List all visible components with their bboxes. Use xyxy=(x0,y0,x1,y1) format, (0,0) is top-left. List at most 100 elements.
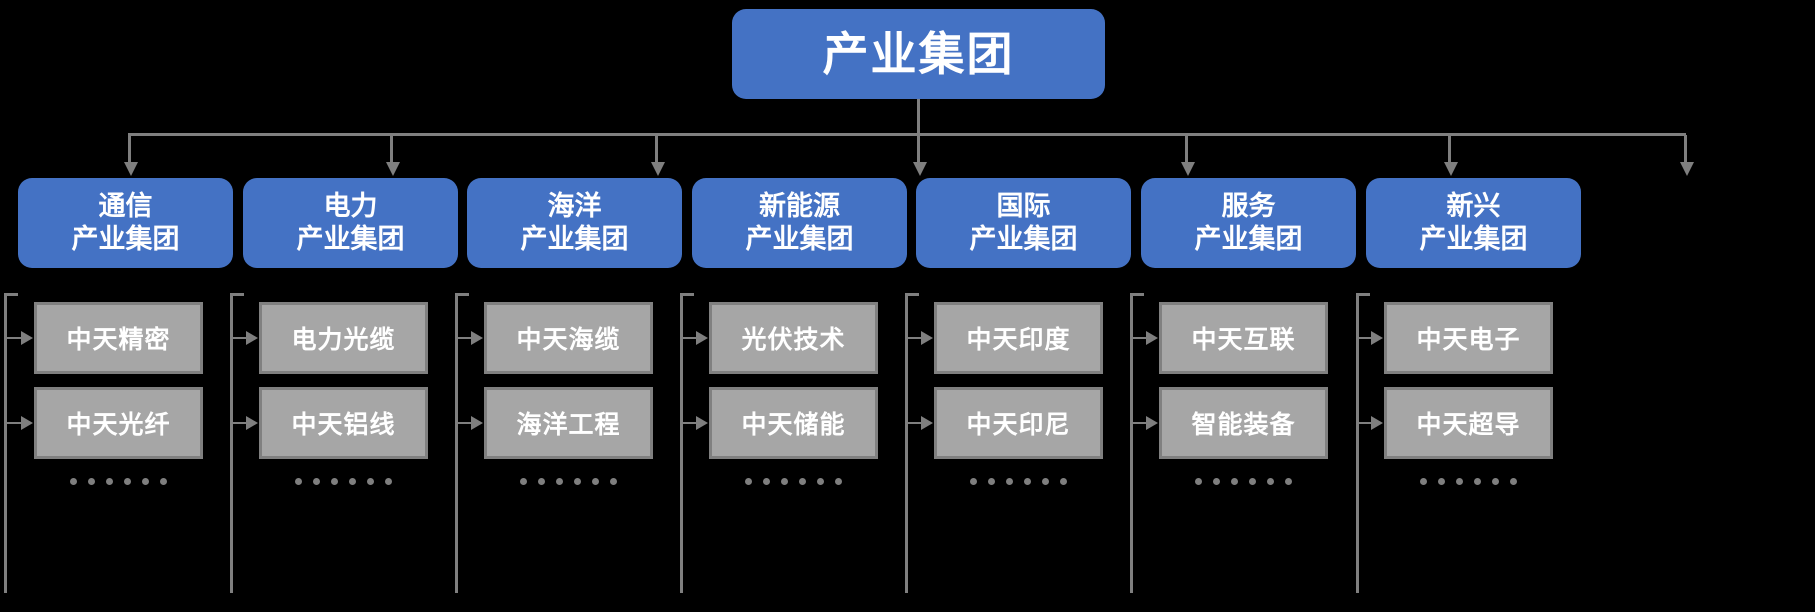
child-box-2-1[interactable]: 电力光缆 xyxy=(259,302,428,374)
ellipsis-dot xyxy=(1042,478,1049,485)
ellipsis-dot xyxy=(295,478,302,485)
group-box-1[interactable]: 通信产业集团 xyxy=(18,178,233,268)
column-trunk-4 xyxy=(680,293,683,593)
group-label-line2: 产业集团 xyxy=(71,224,180,254)
ellipsis-dot xyxy=(835,478,842,485)
child-box-2-2[interactable]: 中天铝线 xyxy=(259,387,428,459)
ellipsis-dot xyxy=(817,478,824,485)
ellipsis-dot xyxy=(160,478,167,485)
root-stem-connector xyxy=(917,99,920,135)
column-trunk-cap-1 xyxy=(4,293,18,296)
child-lead-line-4-2 xyxy=(683,422,697,424)
ellipsis-dot xyxy=(988,478,995,485)
child-arrow-1-1 xyxy=(21,331,33,345)
ellipsis-dot xyxy=(1420,478,1427,485)
bus-drop-line-1 xyxy=(128,135,131,168)
child-lead-line-2-1 xyxy=(233,337,247,339)
child-arrow-3-2 xyxy=(471,416,483,430)
child-box-6-2[interactable]: 智能装备 xyxy=(1159,387,1328,459)
group-box-6[interactable]: 服务产业集团 xyxy=(1141,178,1356,268)
child-arrow-7-1 xyxy=(1371,331,1383,345)
ellipsis-dot xyxy=(331,478,338,485)
child-arrow-2-1 xyxy=(246,331,258,345)
child-arrow-4-2 xyxy=(696,416,708,430)
column-trunk-cap-5 xyxy=(905,293,919,296)
child-lead-line-6-2 xyxy=(1133,422,1147,424)
group-label-line1: 海洋 xyxy=(547,191,602,222)
child-box-6-1[interactable]: 中天互联 xyxy=(1159,302,1328,374)
child-lead-line-5-1 xyxy=(908,337,922,339)
ellipsis-dot xyxy=(1213,478,1220,485)
child-arrow-3-1 xyxy=(471,331,483,345)
group-label-line1: 国际 xyxy=(996,191,1051,222)
column-trunk-cap-6 xyxy=(1130,293,1144,296)
child-lead-line-4-1 xyxy=(683,337,697,339)
child-box-5-1[interactable]: 中天印度 xyxy=(934,302,1103,374)
child-arrow-7-2 xyxy=(1371,416,1383,430)
ellipsis-dot xyxy=(1006,478,1013,485)
bus-drop-arrow-7 xyxy=(1680,162,1694,176)
child-lead-line-1-2 xyxy=(7,422,22,424)
bus-drop-arrow-1 xyxy=(124,162,138,176)
child-box-7-1[interactable]: 中天电子 xyxy=(1384,302,1553,374)
child-box-3-2[interactable]: 海洋工程 xyxy=(484,387,653,459)
column-trunk-2 xyxy=(230,293,233,593)
ellipsis-dot xyxy=(763,478,770,485)
child-box-3-1[interactable]: 中天海缆 xyxy=(484,302,653,374)
child-box-7-2[interactable]: 中天超导 xyxy=(1384,387,1553,459)
child-arrow-2-2 xyxy=(246,416,258,430)
ellipsis-dot xyxy=(520,478,527,485)
bus-drop-line-5 xyxy=(1185,135,1188,168)
ellipsis-dot xyxy=(1492,478,1499,485)
ellipsis-dots-1 xyxy=(70,478,167,485)
child-lead-line-2-2 xyxy=(233,422,247,424)
child-lead-line-5-2 xyxy=(908,422,922,424)
bus-drop-arrow-4 xyxy=(913,162,927,176)
column-trunk-cap-3 xyxy=(455,293,469,296)
ellipsis-dot xyxy=(592,478,599,485)
root-node-industrial-group[interactable]: 产业集团 xyxy=(732,9,1105,99)
group-box-2[interactable]: 电力产业集团 xyxy=(243,178,458,268)
child-lead-line-7-2 xyxy=(1359,422,1372,424)
bus-drop-arrow-5 xyxy=(1181,162,1195,176)
child-lead-line-1-1 xyxy=(7,337,22,339)
ellipsis-dot xyxy=(610,478,617,485)
ellipsis-dot xyxy=(745,478,752,485)
column-trunk-cap-4 xyxy=(680,293,694,296)
group-label-line1: 新能源 xyxy=(759,191,840,222)
ellipsis-dot xyxy=(70,478,77,485)
ellipsis-dot xyxy=(106,478,113,485)
ellipsis-dot xyxy=(367,478,374,485)
group-box-5[interactable]: 国际产业集团 xyxy=(916,178,1131,268)
bus-drop-line-6 xyxy=(1448,135,1451,168)
group-box-7[interactable]: 新兴产业集团 xyxy=(1366,178,1581,268)
child-box-5-2[interactable]: 中天印尼 xyxy=(934,387,1103,459)
ellipsis-dot xyxy=(349,478,356,485)
ellipsis-dot xyxy=(799,478,806,485)
child-arrow-4-1 xyxy=(696,331,708,345)
group-label-line1: 通信 xyxy=(98,191,153,222)
ellipsis-dot xyxy=(1024,478,1031,485)
ellipsis-dot xyxy=(313,478,320,485)
ellipsis-dots-5 xyxy=(970,478,1067,485)
ellipsis-dot xyxy=(574,478,581,485)
child-arrow-5-2 xyxy=(921,416,933,430)
bus-drop-arrow-2 xyxy=(386,162,400,176)
ellipsis-dot xyxy=(124,478,131,485)
child-arrow-5-1 xyxy=(921,331,933,345)
child-arrow-6-1 xyxy=(1146,331,1158,345)
group-label-line2: 产业集团 xyxy=(520,224,629,254)
child-box-4-2[interactable]: 中天储能 xyxy=(709,387,878,459)
group-box-3[interactable]: 海洋产业集团 xyxy=(467,178,682,268)
child-box-4-1[interactable]: 光伏技术 xyxy=(709,302,878,374)
ellipsis-dots-6 xyxy=(1195,478,1292,485)
group-box-4[interactable]: 新能源产业集团 xyxy=(692,178,907,268)
ellipsis-dot xyxy=(1438,478,1445,485)
child-box-1-1[interactable]: 中天精密 xyxy=(34,302,203,374)
child-lead-line-7-1 xyxy=(1359,337,1372,339)
ellipsis-dot xyxy=(1231,478,1238,485)
group-label-line2: 产业集团 xyxy=(1194,224,1303,254)
ellipsis-dot xyxy=(781,478,788,485)
child-box-1-2[interactable]: 中天光纤 xyxy=(34,387,203,459)
child-lead-line-3-1 xyxy=(458,337,472,339)
